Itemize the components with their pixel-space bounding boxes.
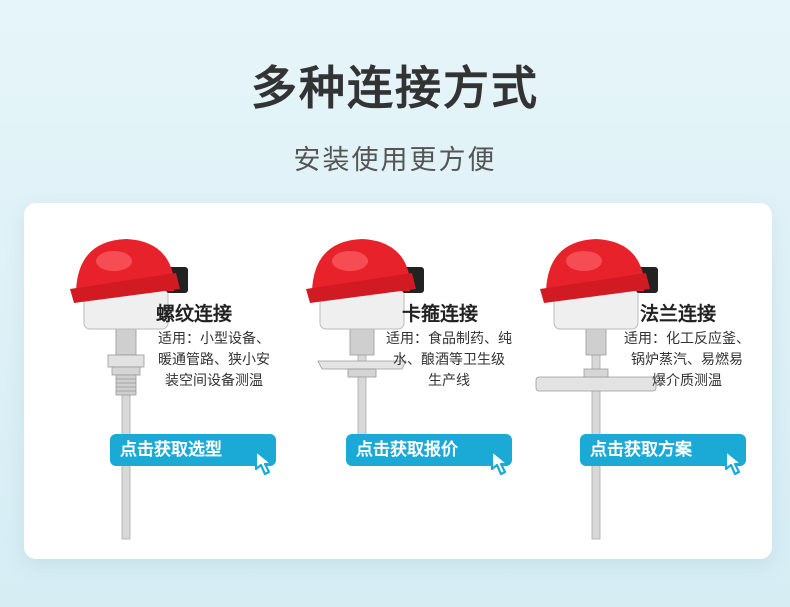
thread-sensor-image (70, 239, 188, 540)
product-thread: 螺纹连接 适用：小型设备、 暖通管路、狭小安 装空间设备测温 点击获取选型 (46, 203, 286, 559)
product-card: 螺纹连接 适用：小型设备、 暖通管路、狭小安 装空间设备测温 点击获取选型 卡箍… (24, 203, 772, 559)
hand-cursor-icon (490, 449, 510, 476)
hand-cursor-icon (254, 449, 274, 476)
product-desc: 适用：化工反应釜、 锅炉蒸汽、易燃易 爆介质测温 (624, 331, 750, 389)
flange-sensor-image (535, 239, 658, 540)
get-solution-button[interactable]: 点击获取方案 (580, 434, 746, 466)
product-title: 卡箍连接 (402, 303, 479, 325)
product-title: 法兰连接 (640, 303, 717, 325)
clamp-sensor-image (306, 239, 424, 440)
product-title: 螺纹连接 (156, 303, 233, 325)
get-quote-button[interactable]: 点击获取报价 (346, 434, 512, 466)
product-flange: 法兰连接 适用：化工反应釜、 锅炉蒸汽、易燃易 爆介质测温 点击获取方案 (516, 203, 756, 559)
page-title: 多种连接方式 (251, 61, 539, 115)
product-clamp: 卡箍连接 适用：食品制药、纯 水、酿酒等卫生级 生产线 点击获取报价 (282, 203, 522, 559)
product-desc: 适用：食品制药、纯 水、酿酒等卫生级 生产线 (386, 331, 512, 389)
product-desc: 适用：小型设备、 暖通管路、狭小安 装空间设备测温 (158, 331, 270, 389)
get-selection-button[interactable]: 点击获取选型 (110, 434, 276, 466)
hand-cursor-icon (724, 449, 744, 476)
page-subtitle: 安装使用更方便 (293, 145, 497, 176)
